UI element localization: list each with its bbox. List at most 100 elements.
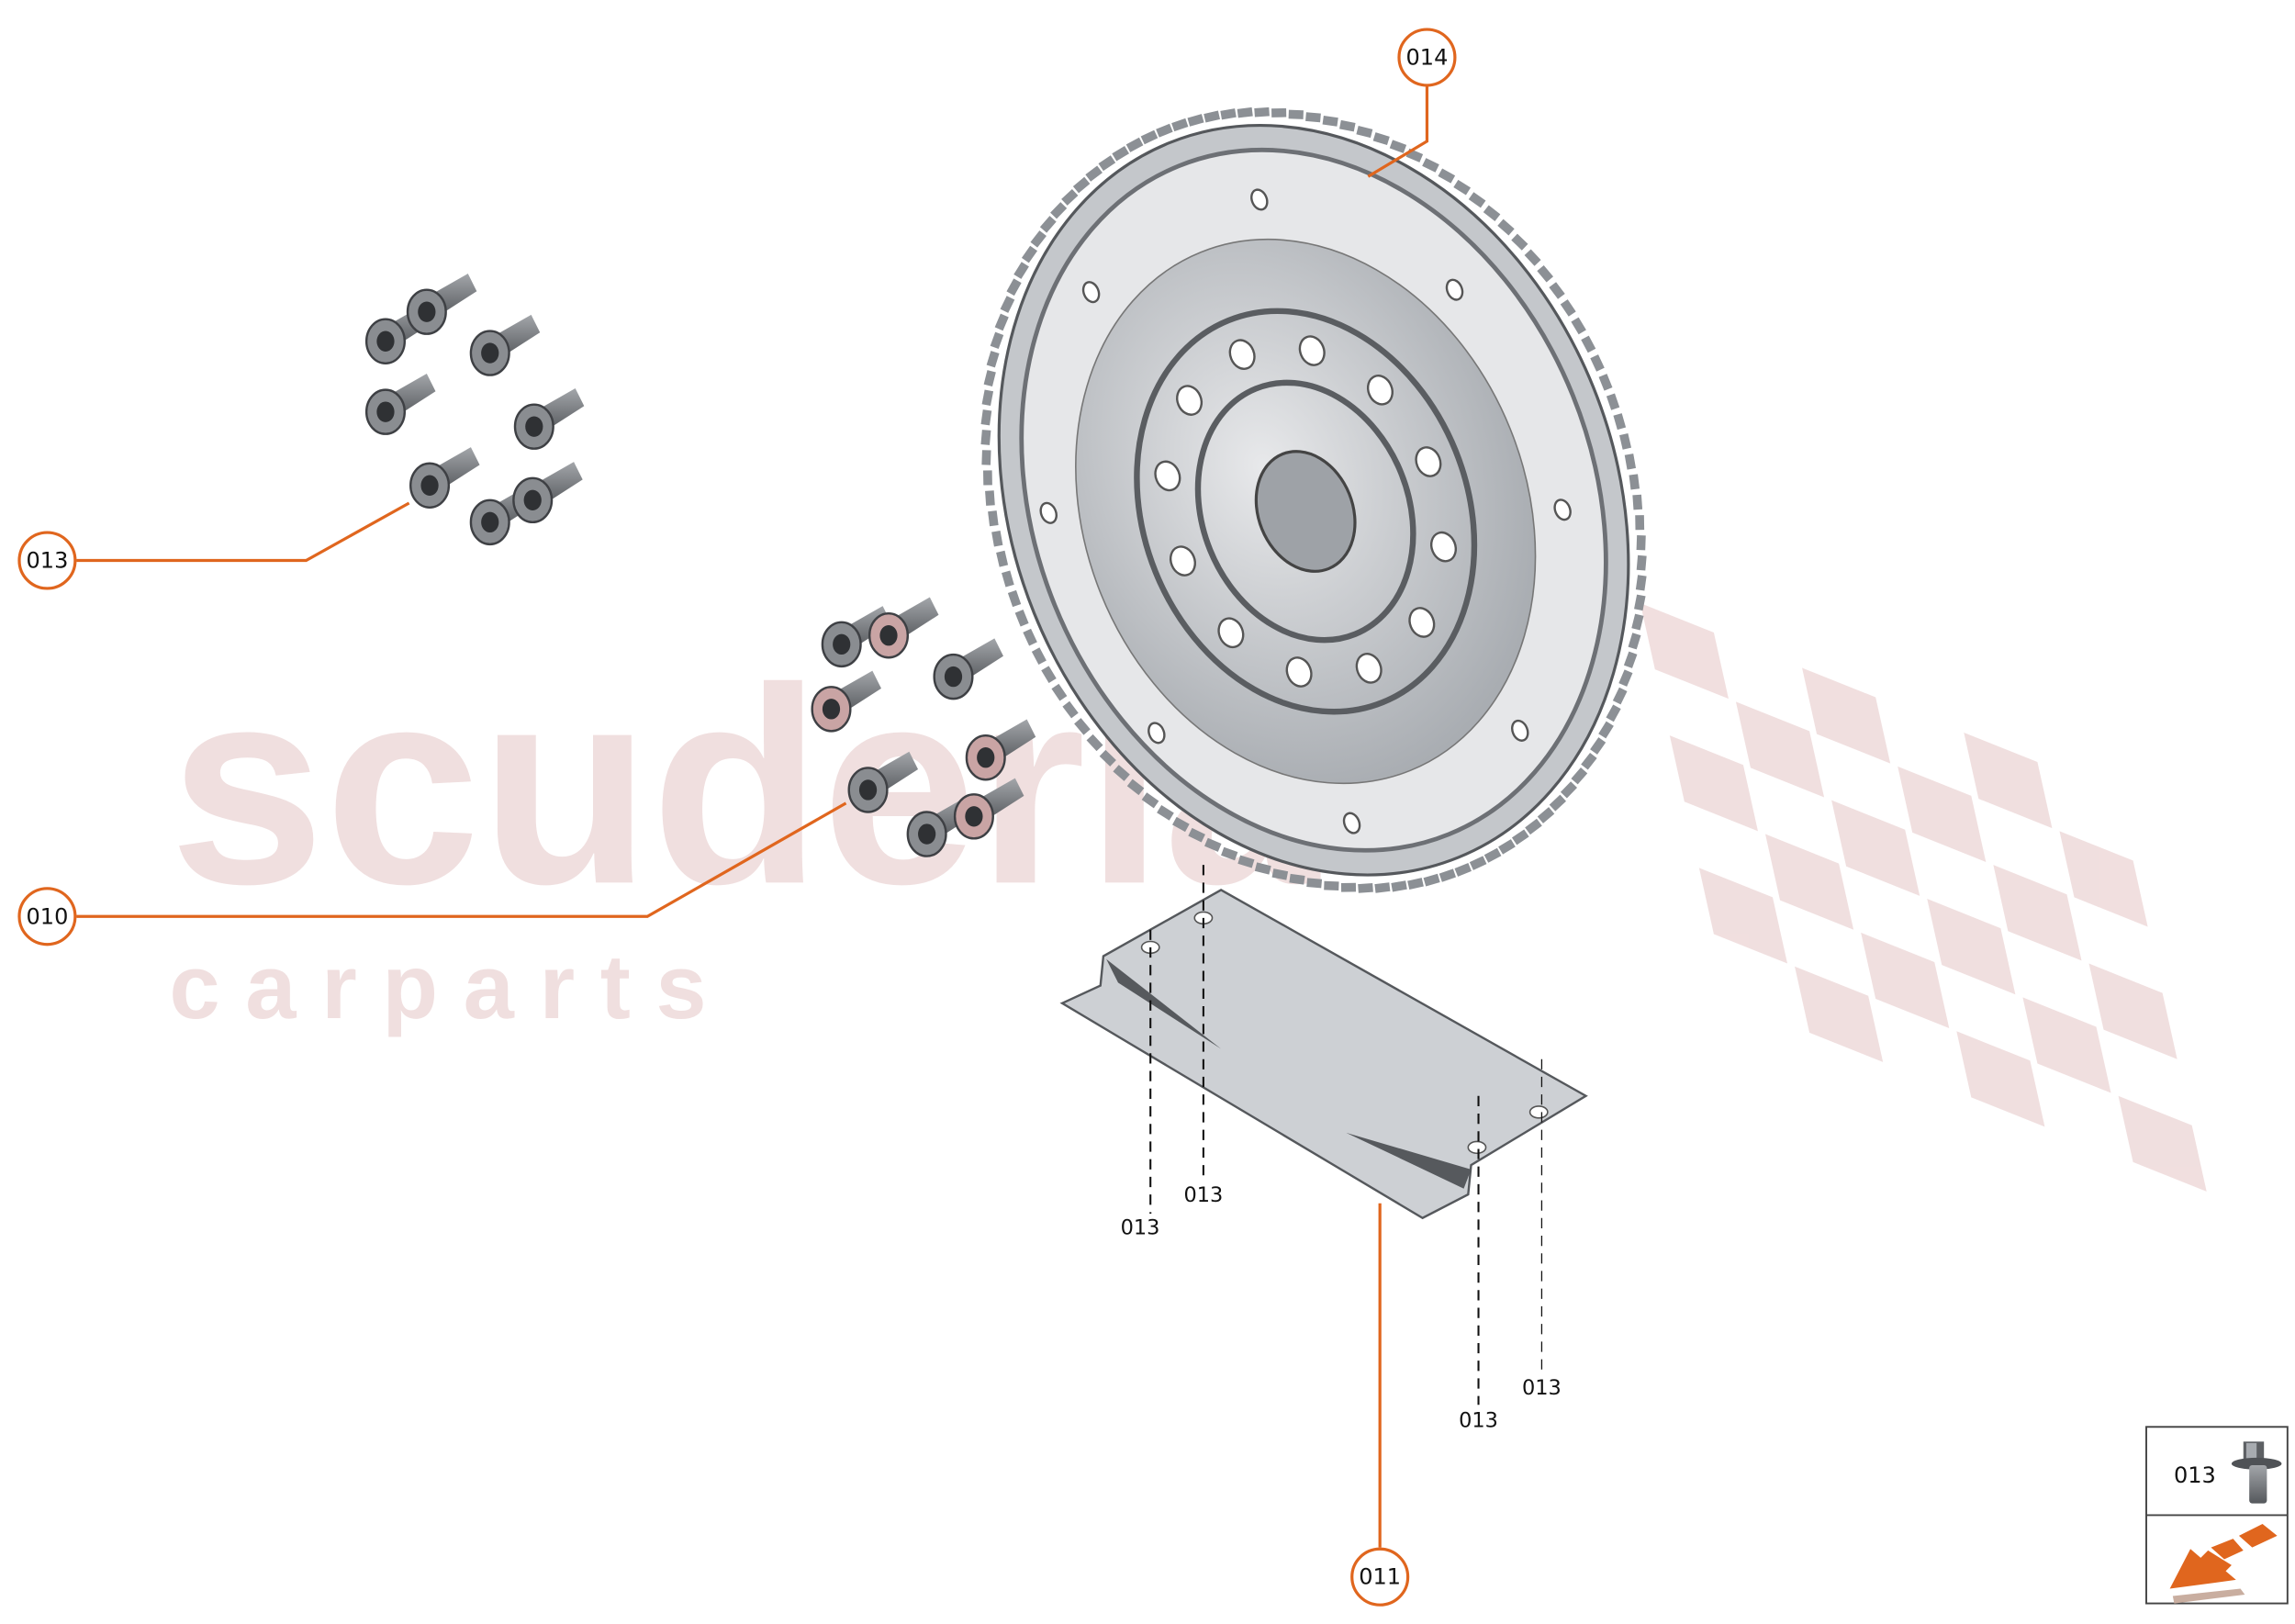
gear-tooth: [1454, 862, 1472, 877]
socket-head-bolt[interactable]: [953, 778, 1024, 840]
bolt-group-010[interactable]: [811, 597, 1036, 857]
gear-tooth: [981, 389, 994, 407]
gear-tooth: [1374, 882, 1391, 893]
callout-013[interactable]: 013: [17, 531, 77, 590]
bolt-hole: [1445, 278, 1464, 301]
gear-tooth: [1305, 112, 1321, 123]
socket-head-bolt[interactable]: [811, 670, 881, 733]
gear-tooth: [1113, 765, 1130, 781]
gear-tooth: [994, 313, 1009, 331]
gear-tooth: [980, 409, 992, 426]
gear-tooth: [986, 351, 1000, 368]
gear-tooth: [1635, 515, 1645, 531]
gear-tooth: [1254, 862, 1271, 875]
bolt-hole: [1285, 656, 1313, 688]
gear-tooth: [1050, 202, 1068, 219]
bolt-hole: [1366, 375, 1394, 406]
flag-square: [2022, 997, 2111, 1093]
flag-square: [1764, 834, 1854, 930]
gear-tooth: [1497, 218, 1515, 236]
gear-tooth: [1628, 633, 1641, 650]
gear-tooth: [996, 550, 1009, 567]
fastener-label: 013: [1459, 1408, 1498, 1432]
flywheel-ring-gear[interactable]: [867, 6, 1761, 993]
gear-tooth: [1172, 816, 1190, 833]
socket-head-bolt[interactable]: [469, 314, 541, 376]
gear-tooth: [1061, 188, 1079, 206]
socket-head-bolt[interactable]: [847, 751, 919, 813]
fastener-leader-lines: [1149, 865, 1543, 1406]
orange-arrow-icon[interactable]: [2169, 1524, 2278, 1604]
gear-tooth: [990, 331, 1004, 350]
socket-head-bolt[interactable]: [364, 373, 436, 435]
legend-part-number: 013: [2174, 1462, 2216, 1488]
flag-square: [1956, 1031, 2045, 1127]
callout-010[interactable]: 010: [17, 887, 77, 946]
gear-tooth: [1140, 129, 1159, 145]
gear-tooth: [1389, 140, 1407, 153]
gear-tooth: [1636, 535, 1646, 551]
gear-tooth: [1612, 687, 1628, 705]
fastener-label: 013: [1183, 1183, 1223, 1207]
gear-tooth: [1483, 847, 1502, 863]
gear-tooth: [1590, 354, 1605, 372]
flag-square: [1640, 602, 1729, 700]
gear-tooth: [1099, 749, 1116, 767]
socket-head-bolt[interactable]: [409, 447, 480, 510]
gear-tooth: [1187, 114, 1204, 127]
callout-014[interactable]: 014: [1397, 28, 1457, 87]
gear-tooth: [1013, 262, 1029, 279]
gear-tooth: [1422, 158, 1439, 173]
gear-tooth: [1039, 216, 1057, 233]
gear-tooth: [1549, 282, 1565, 299]
gear-tooth: [1141, 792, 1159, 809]
gear-tooth: [1074, 718, 1091, 735]
watermark-subtext: c a r p a r t s: [169, 936, 706, 1038]
flag-square: [1831, 800, 1920, 896]
bolt-hole: [1429, 531, 1458, 563]
gear-tooth: [1619, 433, 1632, 450]
gear-tooth: [1062, 700, 1079, 719]
socket-head-bolt[interactable]: [868, 597, 939, 659]
gear-tooth: [1072, 176, 1091, 194]
gear-tooth: [1598, 374, 1613, 391]
gear-tooth: [1002, 570, 1014, 588]
bolt-hole: [1176, 385, 1203, 416]
flag-square: [1927, 899, 2016, 995]
gear-tooth: [1007, 589, 1022, 608]
bolt-hole: [1039, 501, 1058, 524]
gear-tooth: [1618, 669, 1633, 687]
callout-011[interactable]: 011: [1350, 1547, 1410, 1607]
gear-tooth: [1271, 107, 1287, 118]
socket-head-bolt[interactable]: [513, 388, 585, 450]
gear-tooth: [1423, 873, 1440, 887]
gear-tooth: [1581, 752, 1597, 770]
gear-tooth: [983, 470, 992, 486]
gear-tooth: [1636, 554, 1647, 571]
gear-tooth: [1405, 148, 1424, 162]
bolt-hole: [1553, 498, 1572, 521]
socket-head-bolt[interactable]: [406, 274, 477, 335]
flag-square: [1861, 932, 1950, 1029]
bolt-group-013[interactable]: [364, 274, 585, 546]
bolt-hole: [1342, 812, 1361, 834]
callout-label: 014: [1406, 45, 1449, 71]
gear-tooth: [1289, 873, 1305, 885]
fastener-label: 013: [1522, 1376, 1562, 1400]
gear-tooth: [1171, 118, 1189, 132]
gear-tooth: [1483, 205, 1501, 221]
gear-tooth: [1000, 296, 1015, 313]
socket-head-bolt[interactable]: [965, 719, 1036, 781]
bolt-hole: [1355, 653, 1383, 684]
gear-tooth: [1549, 794, 1567, 812]
cover-plate[interactable]: [1059, 889, 1588, 1220]
gear-tooth: [1632, 494, 1643, 510]
flag-square: [1698, 868, 1788, 964]
gear-tooth: [1306, 878, 1323, 889]
gear-tooth: [1112, 145, 1130, 162]
gear-tooth: [1525, 818, 1542, 835]
socket-head-bolt[interactable]: [512, 462, 583, 524]
socket-head-bolt[interactable]: [933, 638, 1003, 700]
flag-square: [2059, 831, 2148, 927]
